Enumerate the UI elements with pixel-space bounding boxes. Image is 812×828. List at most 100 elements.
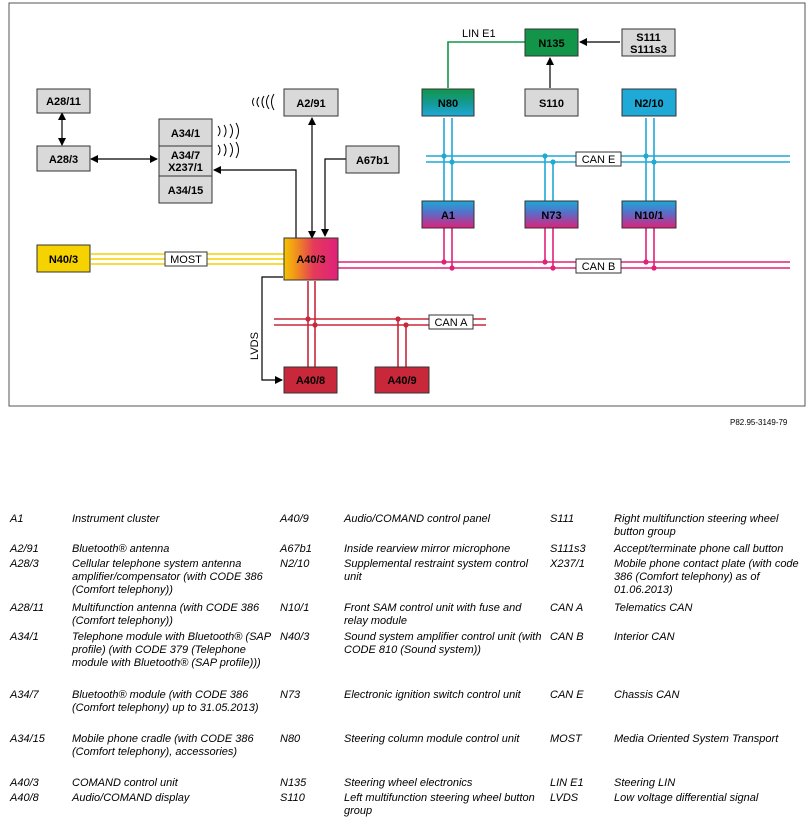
- legend-description: Left multifunction steering wheel button…: [344, 792, 535, 817]
- legend-code: A28/11: [10, 602, 45, 614]
- legend-code: CAN B: [550, 631, 584, 643]
- label-most: MOST: [164, 251, 208, 267]
- svg-text:A2/91: A2/91: [296, 98, 325, 110]
- legend-code: N73: [280, 689, 301, 701]
- legend-description: Mobile phone cradle (with CODE 386 (Comf…: [72, 733, 254, 758]
- legend-description: Telephone module with Bluetooth® (SAP pr…: [72, 631, 271, 669]
- svg-text:S110: S110: [539, 98, 564, 110]
- legend-description: Telematics CAN: [614, 602, 693, 614]
- svg-text:A40/8: A40/8: [296, 375, 325, 387]
- legend-code: N80: [280, 733, 301, 745]
- svg-text:N10/1: N10/1: [634, 210, 663, 222]
- legend-description: Multifunction antenna (with CODE 386 (Co…: [72, 602, 260, 627]
- legend-description: Bluetooth® module (with CODE 386 (Comfor…: [72, 689, 259, 714]
- legend-code: MOST: [550, 733, 582, 745]
- svg-text:A34/1: A34/1: [171, 128, 200, 140]
- legend-code: CAN E: [550, 689, 584, 701]
- figure-reference: P82.95-3149-79: [730, 418, 788, 427]
- label-can-e: CAN E: [575, 151, 622, 167]
- svg-text:A40/3: A40/3: [296, 254, 325, 266]
- svg-text:CAN E: CAN E: [582, 154, 616, 166]
- svg-text:CAN A: CAN A: [434, 317, 468, 329]
- svg-text:X237/1: X237/1: [168, 162, 203, 174]
- legend-code: CAN A: [550, 602, 584, 614]
- svg-text:A67b1: A67b1: [356, 155, 389, 167]
- legend-description: Steering LIN: [614, 777, 676, 789]
- block-n10-1: N10/1: [621, 200, 677, 229]
- block-a67b1: A67b1: [345, 145, 400, 174]
- svg-text:S111: S111: [636, 32, 660, 44]
- legend-code: A28/3: [10, 558, 39, 570]
- can-a-bus: [274, 281, 486, 367]
- can-e-junctions: [441, 153, 657, 165]
- svg-text:N73: N73: [541, 210, 561, 222]
- diagram-frame: [8, 2, 806, 407]
- legend-code: LIN E1: [550, 777, 584, 789]
- svg-text:N135: N135: [538, 38, 564, 50]
- lin-e1-line: [447, 41, 525, 88]
- legend-code: N135: [280, 777, 307, 789]
- legend-code: S110: [280, 792, 305, 804]
- svg-text:N40/3: N40/3: [49, 254, 78, 266]
- legend-code: S111: [550, 513, 575, 525]
- legend-description: Bluetooth® antenna: [72, 543, 170, 555]
- label-lin-e1: LIN E1: [462, 28, 496, 40]
- legend-description: Right multifunction steering wheel butto…: [614, 513, 779, 538]
- legend-description: Front SAM control unit with fuse and rel…: [344, 602, 522, 627]
- can-b-bus: [338, 228, 790, 269]
- can-a-junctions: [305, 316, 409, 328]
- legend-description: Audio/COMAND display: [72, 792, 190, 804]
- block-a34-group: A34/1 A34/7 X237/1 A34/15: [158, 118, 213, 204]
- legend-code: N40/3: [280, 631, 310, 643]
- label-can-a: CAN A: [428, 314, 474, 330]
- legend-description: Audio/COMAND control panel: [344, 513, 491, 525]
- legend-description: COMAND control unit: [72, 777, 178, 789]
- legend-code: N10/1: [280, 602, 310, 614]
- block-s110: S110: [524, 88, 579, 117]
- legend-description: Mobile phone contact plate (with code 38…: [614, 558, 799, 596]
- block-a28-11: A28/11: [36, 88, 91, 114]
- svg-text:A28/3: A28/3: [49, 154, 78, 166]
- legend-code: A1: [10, 513, 24, 525]
- legend-code: A34/15: [10, 733, 45, 745]
- legend-code: A67b1: [280, 543, 312, 555]
- legend-description: Inside rearview mirror microphone: [344, 543, 511, 555]
- legend-description: Interior CAN: [614, 631, 675, 643]
- svg-text:A1: A1: [441, 210, 455, 222]
- legend-code: A40/3: [10, 777, 39, 789]
- legend-description: Cellular telephone system antenna amplif…: [72, 558, 263, 596]
- block-n80: N80: [421, 88, 475, 117]
- block-a2-91: A2/91: [283, 88, 339, 117]
- legend-description: Steering column module control unit: [344, 733, 520, 745]
- legend-description: Supplemental restraint system control un…: [344, 558, 529, 583]
- block-a40-8: A40/8: [283, 366, 338, 394]
- svg-text:CAN B: CAN B: [582, 261, 616, 273]
- svg-text:A28/11: A28/11: [46, 96, 81, 108]
- legend-description: Electronic ignition switch control unit: [344, 689, 521, 701]
- svg-text:MOST: MOST: [170, 254, 202, 266]
- svg-text:S111s3: S111s3: [630, 44, 667, 56]
- label-lvds: LVDS: [249, 332, 261, 360]
- legend-description: Accept/terminate phone call button: [614, 543, 784, 555]
- svg-text:N2/10: N2/10: [634, 98, 663, 110]
- legend-description: Chassis CAN: [614, 689, 680, 701]
- svg-text:A40/9: A40/9: [387, 375, 416, 387]
- block-n40-3: N40/3: [36, 244, 91, 273]
- block-s111: S111 S111s3: [621, 28, 676, 57]
- svg-text:A34/15: A34/15: [168, 185, 203, 197]
- signal-arrows: [58, 38, 620, 239]
- legend-description: Sound system amplifier control unit (wit…: [344, 631, 542, 656]
- legend-code: A40/8: [10, 792, 39, 804]
- block-n73: N73: [524, 200, 579, 229]
- legend-code: A34/7: [10, 689, 39, 701]
- legend-code: LVDS: [550, 792, 579, 804]
- lvds-line: [261, 276, 283, 384]
- legend-code: S111s3: [550, 543, 586, 555]
- legend-code: A34/1: [10, 631, 39, 643]
- block-n2-10: N2/10: [621, 88, 677, 117]
- legend-description: Steering wheel electronics: [344, 777, 473, 789]
- network-diagram: A28/11 A28/3 A34/1 A34/7 X237/1 A34/15 A…: [8, 2, 806, 407]
- can-b-junctions: [441, 259, 657, 271]
- wave-icon: [217, 93, 275, 159]
- legend-code: A40/9: [280, 513, 309, 525]
